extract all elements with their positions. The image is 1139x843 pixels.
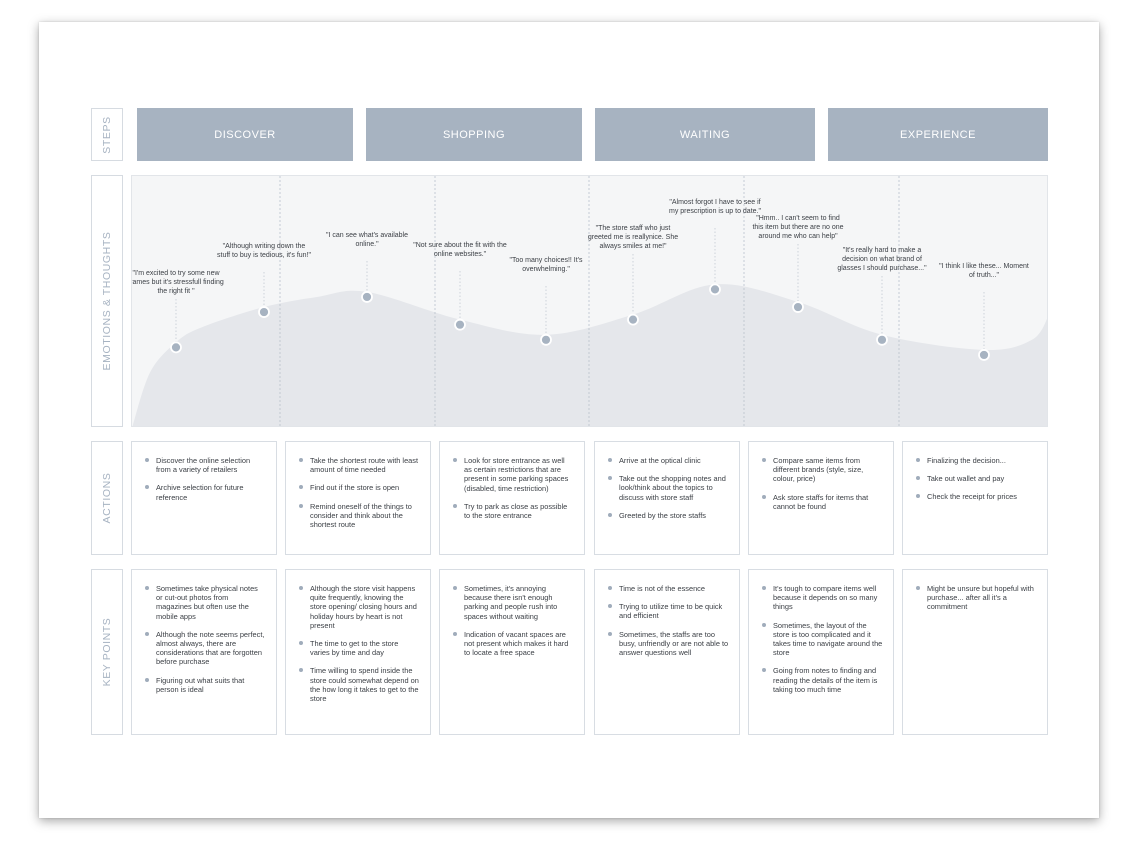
key-points-list-3: Sometimes, it's annoying because there i… — [452, 584, 574, 657]
row-label-emotions-text: EMOTIONS & THOUGHTS — [101, 231, 113, 371]
actions-card-3: Look for store entrance as well as certa… — [439, 441, 585, 555]
actions-list-3: Look for store entrance as well as certa… — [452, 456, 574, 520]
actions-card-5: Compare same items from different brands… — [748, 441, 894, 555]
actions-card-6: Finalizing the decision... Take out walle… — [902, 441, 1048, 555]
emotion-quote-4: "Not sure about the fit with the online … — [413, 242, 507, 258]
key-points-4-item-1: Time is not of the essence — [607, 584, 729, 593]
key-points-card-6: Might be unsure but hopeful with purchas… — [902, 569, 1048, 735]
step-waiting: WAITING — [595, 108, 815, 161]
actions-3-item-2: Try to park as close as possible to the … — [452, 502, 574, 520]
emotion-point-3 — [361, 291, 373, 303]
actions-2-item-3: Remind oneself of the things to consider… — [298, 502, 420, 530]
emotion-curve-area — [132, 284, 1047, 426]
key-points-5-item-3: Going from notes to finding and reading … — [761, 666, 883, 694]
key-points-2-item-1: Although the store visit happens quite f… — [298, 584, 420, 630]
key-points-card-1: Sometimes take physical notes or cut-out… — [131, 569, 277, 735]
key-points-1-item-1: Sometimes take physical notes or cut-out… — [144, 584, 266, 621]
actions-6-item-2: Take out wallet and pay — [915, 474, 1037, 483]
emotion-quote-1: "I'm excited to try some new frames but … — [131, 270, 224, 295]
actions-1-item-1: Discover the online selection from a var… — [144, 456, 266, 474]
emotion-point-6 — [627, 313, 639, 326]
step-shopping: SHOPPING — [366, 108, 582, 161]
emotion-point-9 — [876, 333, 888, 346]
row-label-key-points: KEY POINTS — [91, 569, 123, 735]
key-points-6-item-1: Might be unsure but hopeful with purchas… — [915, 584, 1037, 612]
actions-card-1: Discover the online selection from a var… — [131, 441, 277, 555]
row-label-emotions: EMOTIONS & THOUGHTS — [91, 175, 123, 427]
emotion-quote-9: "It's really hard to make a decision on … — [837, 247, 927, 272]
emotion-quote-3: "I can see what's available online." — [325, 232, 409, 248]
key-points-2-item-2: The time to get to the store varies by t… — [298, 639, 420, 657]
step-experience: EXPERIENCE — [828, 108, 1048, 161]
actions-5-item-1: Compare same items from different brands… — [761, 456, 883, 484]
emotion-point-2 — [258, 306, 270, 318]
row-label-key-points-text: KEY POINTS — [101, 617, 113, 687]
key-points-2-item-3: Time willing to spend inside the store c… — [298, 666, 420, 703]
key-points-card-2: Although the store visit happens quite f… — [285, 569, 431, 735]
actions-4-item-3: Greeted by the store staffs — [607, 511, 729, 520]
key-points-card-5: It's tough to compare items well because… — [748, 569, 894, 735]
emotion-quote-5: "Too many choices!! It's overwhelming." — [509, 257, 583, 273]
row-label-actions-text: ACTIONS — [101, 472, 113, 524]
emotion-point-7 — [709, 283, 721, 296]
actions-list-5: Compare same items from different brands… — [761, 456, 883, 511]
row-label-steps-text: STEPS — [101, 115, 113, 154]
emotion-quote-2: "Although writing down the stuff to buy … — [217, 243, 311, 259]
actions-6-item-1: Finalizing the decision... — [915, 456, 1037, 465]
key-points-3-item-2: Indication of vacant spaces are not pres… — [452, 630, 574, 658]
emotions-panel: "I'm excited to try some new frames but … — [131, 175, 1048, 427]
key-points-1-item-3: Figuring out what suits that person is i… — [144, 676, 266, 694]
key-points-list-1: Sometimes take physical notes or cut-out… — [144, 584, 266, 694]
actions-card-2: Take the shortest route with least amoun… — [285, 441, 431, 555]
key-points-list-5: It's tough to compare items well because… — [761, 584, 883, 694]
emotion-point-8 — [792, 301, 804, 313]
key-points-4-item-2: Trying to utilize time to be quick and e… — [607, 602, 729, 620]
actions-5-item-2: Ask store staffs for items that cannot b… — [761, 493, 883, 511]
row-label-steps: STEPS — [91, 108, 123, 161]
step-discover: DISCOVER — [137, 108, 353, 161]
actions-list-6: Finalizing the decision... Take out walle… — [915, 456, 1037, 502]
emotion-point-1 — [170, 341, 182, 354]
actions-2-item-1: Take the shortest route with least amoun… — [298, 456, 420, 474]
key-points-5-item-2: Sometimes, the layout of the store is to… — [761, 621, 883, 658]
key-points-4-item-3: Sometimes, the staffs are too busy, unfr… — [607, 630, 729, 658]
actions-2-item-2: Find out if the store is open — [298, 483, 420, 492]
actions-1-item-2: Archive selection for future reference — [144, 483, 266, 502]
emotion-quote-8: "Hmm.. I can't seem to find this item bu… — [752, 215, 844, 240]
emotion-point-5 — [540, 333, 552, 346]
actions-6-item-3: Check the receipt for prices — [915, 492, 1037, 501]
key-points-list-2: Although the store visit happens quite f… — [298, 584, 420, 703]
row-label-actions: ACTIONS — [91, 441, 123, 555]
key-points-3-item-1: Sometimes, it's annoying because there i… — [452, 584, 574, 621]
actions-4-item-2: Take out the shopping notes and look/thi… — [607, 474, 729, 502]
emotion-curve-chart — [132, 176, 1047, 426]
emotion-point-4 — [454, 318, 466, 331]
emotion-quote-7: "Almost forgot I have to see if my presc… — [669, 199, 761, 215]
emotion-point-10 — [978, 349, 990, 361]
key-points-list-6: Might be unsure but hopeful with purchas… — [915, 584, 1037, 612]
actions-list-2: Take the shortest route with least amoun… — [298, 456, 420, 529]
actions-list-1: Discover the online selection from a var… — [144, 456, 266, 502]
key-points-card-3: Sometimes, it's annoying because there i… — [439, 569, 585, 735]
key-points-1-item-2: Although the note seems perfect, almost … — [144, 630, 266, 667]
actions-4-item-1: Arrive at the optical clinic — [607, 456, 729, 465]
key-points-5-item-1: It's tough to compare items well because… — [761, 584, 883, 612]
actions-3-item-1: Look for store entrance as well as certa… — [452, 456, 574, 493]
emotion-quote-6: "The store staff who just greeted me is … — [587, 225, 679, 250]
emotion-quote-10: "I think I like these... Moment of truth… — [939, 263, 1029, 279]
